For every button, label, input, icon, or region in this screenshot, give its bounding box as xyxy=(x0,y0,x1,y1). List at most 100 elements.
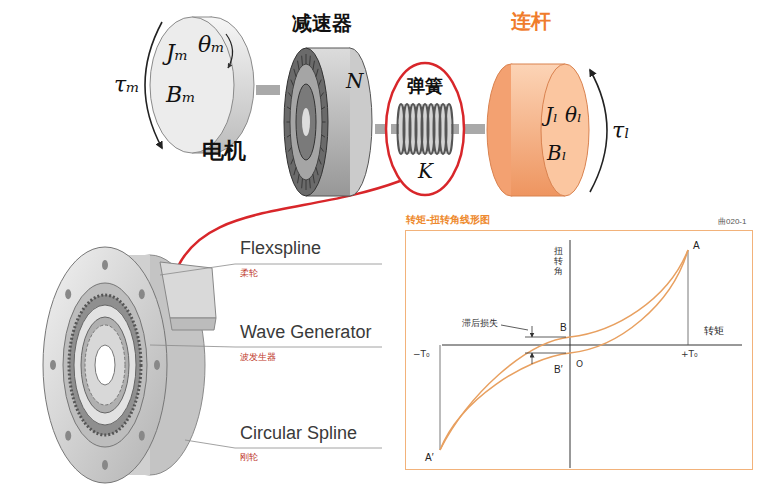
parameter-symbol: Jₘ xyxy=(166,40,188,65)
axis-label: 扭转角 xyxy=(554,247,563,277)
motor-face xyxy=(150,17,234,153)
parameter-symbol: Bₗ xyxy=(547,142,567,165)
part-name: Wave Generator xyxy=(240,322,371,343)
tick-label: −T₀ xyxy=(412,349,431,359)
harmonic-drive-drawing xyxy=(154,360,160,370)
part-name: 弹簧 xyxy=(407,76,443,97)
link-edge xyxy=(511,64,565,65)
figure-number: 曲020-1 xyxy=(718,217,746,226)
chart-frame: 转矩-扭转角线形图 xyxy=(405,230,753,470)
gear-tooth xyxy=(287,122,291,123)
gear-tooth xyxy=(298,61,300,70)
point-label: B′ xyxy=(553,364,564,376)
annotation: 滞后损失 xyxy=(462,318,498,328)
harmonic-drive-drawing xyxy=(65,431,71,441)
torque-symbol: τₘ xyxy=(114,72,140,97)
gear-tooth xyxy=(287,135,290,137)
harmonic-drive-drawing xyxy=(170,318,216,330)
part-name: 减速器 xyxy=(292,12,352,35)
tick-label: +T₀ xyxy=(680,349,699,359)
part-name: 连杆 xyxy=(511,10,551,33)
harmonic-drive-drawing xyxy=(160,262,216,318)
part-name: Flexspline xyxy=(240,238,321,259)
part-name: 波发生器 xyxy=(240,352,276,362)
gear-tooth xyxy=(291,80,294,86)
leader-line xyxy=(160,264,382,275)
spring-coil-turn xyxy=(446,104,453,154)
harmonic-drive-drawing xyxy=(43,247,216,483)
gear-tooth xyxy=(316,69,318,77)
hysteresis-marker xyxy=(501,325,566,364)
ring-gear xyxy=(290,64,322,180)
part-name: 刚轮 xyxy=(240,452,258,462)
reducer-edge xyxy=(306,196,350,197)
harmonic-drive-drawing xyxy=(102,460,108,470)
part-name: 转矩-扭转角线形图 xyxy=(406,214,490,226)
hysteresis-marker xyxy=(525,337,566,338)
link-edge xyxy=(511,196,565,197)
motor-cylinder: JₘθₘBₘ电机 xyxy=(140,10,256,170)
shaft-connector xyxy=(256,85,280,95)
gear-tooth xyxy=(322,135,325,137)
hysteresis-curve xyxy=(440,250,688,450)
parameter-symbol: K xyxy=(418,160,433,183)
chart-axis xyxy=(570,240,571,468)
link-cylinder: 连杆 JₗθₗBₗ xyxy=(485,12,591,202)
point-label: A xyxy=(692,240,701,252)
part-name: Circular Spline xyxy=(240,423,357,444)
harmonic-drive-drawing xyxy=(95,345,115,385)
reducer-gear: 减速器 N xyxy=(280,12,375,202)
gear-tooth xyxy=(301,56,303,66)
chart-axis xyxy=(442,240,742,468)
hysteresis-marker xyxy=(525,353,566,354)
gear-tooth xyxy=(298,174,300,183)
gear-hub xyxy=(302,108,310,136)
point-label: B xyxy=(559,322,568,334)
gear-tooth xyxy=(319,158,322,164)
gear-tooth xyxy=(294,69,296,77)
gear-tooth xyxy=(316,167,318,175)
harmonic-drive-drawing xyxy=(69,295,141,435)
harmonic-drive-drawing xyxy=(139,289,145,299)
highlight-ellipse xyxy=(386,63,464,195)
leader-line xyxy=(150,345,382,347)
parameter-symbol: N xyxy=(346,70,364,93)
link-face xyxy=(541,64,589,196)
gear-tooth xyxy=(319,80,322,86)
torque-symbol: τₗ xyxy=(612,118,630,143)
harmonic-drive-drawing xyxy=(43,247,167,483)
part-name: 电机 xyxy=(202,138,246,163)
reducer-edge xyxy=(306,48,350,49)
harmonic-drive-drawing xyxy=(81,317,129,413)
shaft-connector xyxy=(465,124,485,134)
sun-gear xyxy=(296,84,316,160)
gear-tooth xyxy=(294,167,296,175)
chart-guide xyxy=(440,345,441,450)
gear-tooth xyxy=(309,179,311,189)
axis-label: 转矩 xyxy=(703,325,725,337)
gear-tooth xyxy=(288,147,291,151)
gear-tooth xyxy=(313,174,315,183)
gear-tooth xyxy=(320,92,323,96)
gear-tooth xyxy=(322,122,326,123)
parameter-symbol: Bₘ xyxy=(166,82,196,107)
parameter-symbol: Jₗ xyxy=(545,104,558,127)
torque-arrow xyxy=(590,70,607,192)
gear-tooth xyxy=(301,179,303,189)
spring-band xyxy=(399,104,451,154)
harmonic-drive-drawing xyxy=(74,305,136,425)
leader-line xyxy=(150,264,382,448)
rotation-arrow xyxy=(226,34,233,68)
gear-tooth xyxy=(322,107,325,109)
hysteresis-curve xyxy=(440,250,688,450)
part-name: 柔轮 xyxy=(240,268,258,278)
harmonic-drive-drawing xyxy=(102,260,108,270)
gear-tooth xyxy=(320,147,323,151)
reducer-face xyxy=(284,48,328,196)
harmonic-drive-drawing xyxy=(139,431,145,441)
parameter-symbol: θₗ xyxy=(565,104,582,127)
hysteresis-curve xyxy=(440,250,688,450)
gear-tooth xyxy=(288,92,291,96)
